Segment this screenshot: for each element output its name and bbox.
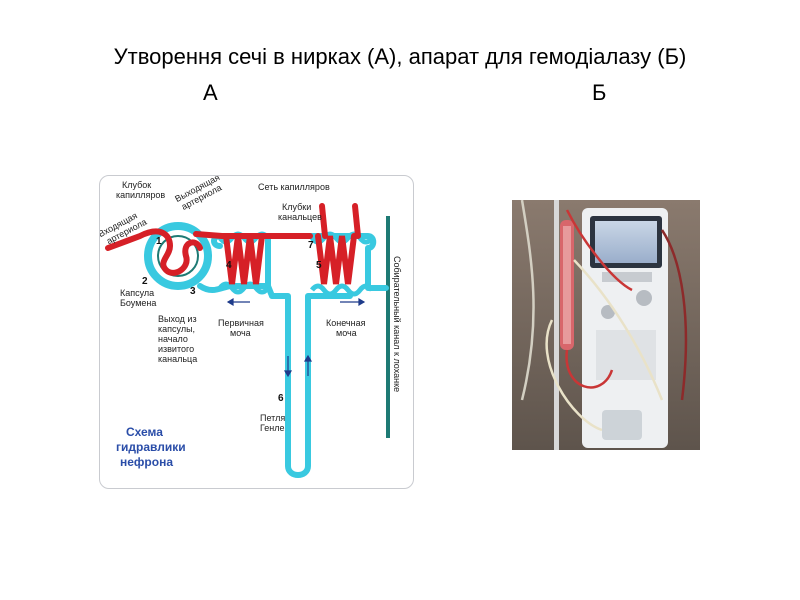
flow-arrows [226, 297, 366, 378]
label-efferent: Выходящаяартериола [173, 176, 226, 213]
blood-vessels [105, 203, 361, 285]
num-3: 3 [190, 286, 196, 297]
label-capillary-net: Сеть капилляров [258, 182, 330, 192]
bowman-capsule [144, 222, 212, 290]
num-5: 5 [316, 260, 322, 271]
num-7: 7 [308, 240, 314, 251]
label-a: А [203, 80, 218, 105]
collecting-duct [386, 216, 390, 438]
hemodialysis-machine-photo [512, 200, 700, 450]
num-4: 4 [226, 260, 232, 271]
num-2: 2 [142, 276, 148, 287]
machine-screen [595, 221, 657, 263]
slide-title: Утворення сечі в нирках (А), апарат для … [113, 44, 687, 69]
label-b: Б [592, 80, 607, 105]
num-6: 6 [278, 393, 284, 404]
tubule [197, 233, 389, 478]
num-1: 1 [156, 236, 162, 247]
label-collecting-duct: Собирательный канал к лоханке [392, 256, 402, 392]
